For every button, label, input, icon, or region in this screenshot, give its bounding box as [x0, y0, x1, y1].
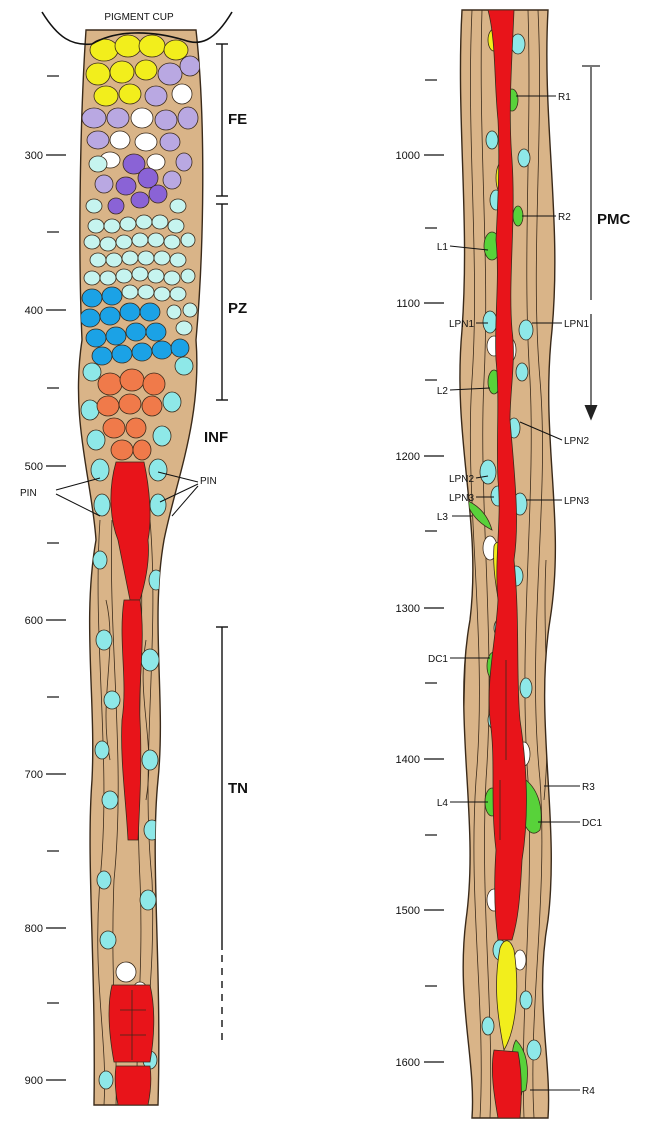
zone-brackets-left [216, 44, 228, 1040]
label-lpn1-right: LPN1 [564, 319, 589, 330]
zone-label-pmc: PMC [597, 211, 631, 228]
pigment-cup-label: PIGMENT CUP [104, 12, 174, 23]
left-axis-label-300: 300 [25, 150, 43, 162]
right-axis-label-1600: 1600 [396, 1057, 420, 1069]
label-lpn3-left: LPN3 [449, 493, 474, 504]
left-axis-label-800: 800 [25, 923, 43, 935]
right-axis-label-1400: 1400 [396, 754, 420, 766]
label-r3: R3 [582, 782, 595, 793]
zone-label-fe: FE [228, 111, 247, 128]
label-dc1-upper: DC1 [428, 654, 448, 665]
label-lpn2-right: LPN2 [564, 436, 589, 447]
zone-label-inf: INF [204, 429, 228, 446]
label-l1: L1 [437, 242, 449, 253]
pin-label-left: PIN [20, 488, 37, 499]
right-rhabdom-column [460, 10, 555, 1118]
label-lpn3-right: LPN3 [564, 496, 589, 507]
left-rhabdom-column: PIGMENT CUP [42, 12, 232, 1105]
label-l3: L3 [437, 512, 449, 523]
label-l4: L4 [437, 798, 449, 809]
label-l2: L2 [437, 386, 449, 397]
left-axis-label-900: 900 [25, 1075, 43, 1087]
label-r4: R4 [582, 1086, 595, 1097]
label-lpn1-left: LPN1 [449, 319, 474, 330]
right-axis-label-1000: 1000 [396, 150, 420, 162]
right-axis-label-1200: 1200 [396, 451, 420, 463]
left-axis-label-500: 500 [25, 461, 43, 473]
label-r1: R1 [558, 92, 571, 103]
pin-label-right: PIN [200, 476, 217, 487]
right-axis: 1000 1100 1200 1300 1400 1500 1600 [396, 80, 444, 1069]
zone-label-tn: TN [228, 780, 248, 797]
left-axis: 300 400 500 600 700 800 900 [25, 76, 66, 1087]
right-axis-label-1100: 1100 [396, 298, 420, 310]
right-axis-label-1300: 1300 [396, 603, 420, 615]
right-axis-label-1500: 1500 [396, 905, 420, 917]
left-axis-label-600: 600 [25, 615, 43, 627]
pmc-arrow [582, 66, 600, 418]
zone-label-pz: PZ [228, 300, 247, 317]
left-axis-label-700: 700 [25, 769, 43, 781]
left-axis-label-400: 400 [25, 305, 43, 317]
label-lpn2-left: LPN2 [449, 474, 474, 485]
label-r2: R2 [558, 212, 571, 223]
label-dc1-lower: DC1 [582, 818, 602, 829]
